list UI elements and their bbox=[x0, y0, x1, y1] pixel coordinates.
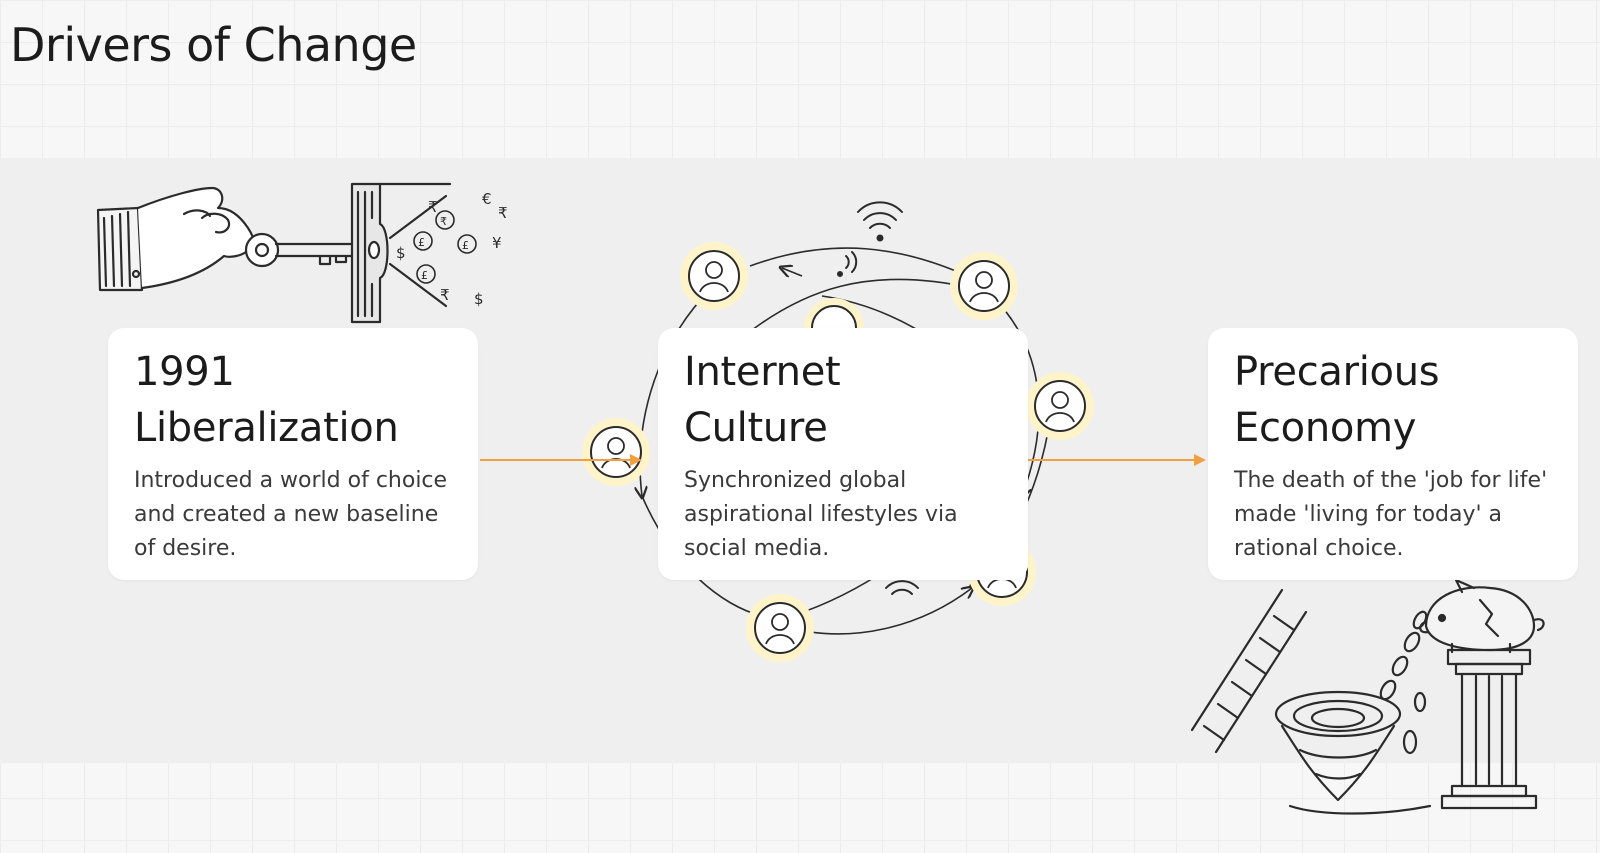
card-heading-line-1: Internet bbox=[684, 349, 841, 395]
card-heading-line-2: Culture bbox=[684, 405, 828, 451]
svg-text:¥: ¥ bbox=[492, 234, 502, 252]
slide-title: Drivers of Change bbox=[10, 18, 417, 72]
card-heading: Precarious Economy bbox=[1234, 344, 1552, 456]
svg-text:₹: ₹ bbox=[428, 198, 438, 216]
svg-text:£: £ bbox=[462, 239, 469, 252]
svg-text:€: € bbox=[482, 190, 492, 208]
card-heading-line-2: Liberalization bbox=[134, 405, 399, 451]
card-heading: 1991 Liberalization bbox=[134, 344, 452, 456]
svg-text:₹: ₹ bbox=[440, 286, 450, 304]
svg-text:₹: ₹ bbox=[440, 215, 447, 228]
svg-text:₹: ₹ bbox=[498, 204, 508, 222]
flow-arrow-2 bbox=[1026, 454, 1206, 466]
piggy-bank-ladder-icon bbox=[1190, 578, 1545, 815]
card-heading-line-1: 1991 bbox=[134, 349, 235, 395]
card-description: Synchronized global aspirational lifesty… bbox=[684, 468, 958, 561]
svg-text:$: $ bbox=[396, 244, 406, 262]
svg-text:$: $ bbox=[474, 290, 484, 308]
card-precarious-economy: Precarious Economy The death of the 'job… bbox=[1208, 328, 1578, 580]
card-heading-line-1: Precarious bbox=[1234, 349, 1440, 395]
card-internet-culture: Internet Culture Synchronized global asp… bbox=[658, 328, 1028, 580]
card-description: The death of the 'job for life' made 'li… bbox=[1234, 468, 1548, 561]
svg-text:£: £ bbox=[418, 236, 425, 249]
card-liberalization: 1991 Liberalization Introduced a world o… bbox=[108, 328, 478, 580]
key-in-lock-icon: ₹ € $ £ ₹ £ £ ¥ ₹ $ ₹ bbox=[96, 182, 508, 324]
card-heading-line-2: Economy bbox=[1234, 405, 1417, 451]
svg-text:£: £ bbox=[421, 269, 428, 282]
flow-arrow-1 bbox=[480, 454, 642, 466]
card-heading: Internet Culture bbox=[684, 344, 1002, 456]
card-description: Introduced a world of choice and created… bbox=[134, 468, 448, 561]
